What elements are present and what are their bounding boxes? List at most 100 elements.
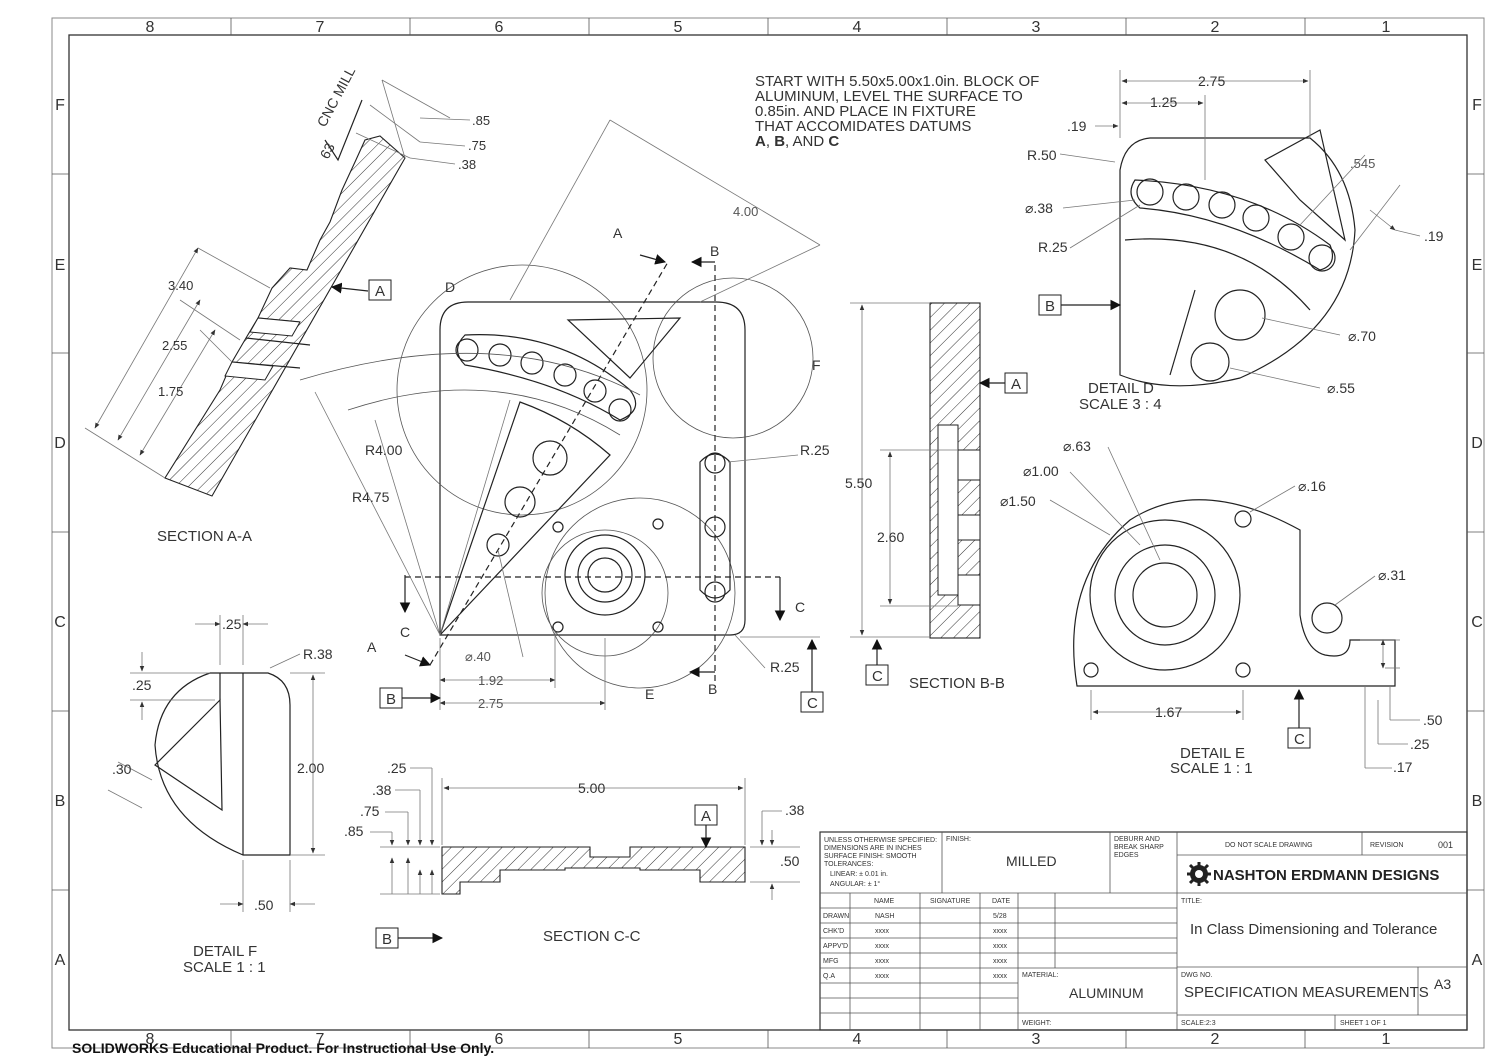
surface-finish-symbol: 63 CNC MILL (314, 64, 363, 161)
sec-bb-dim-550: 5.50 (845, 475, 872, 491)
svg-text:A: A (1011, 376, 1021, 393)
zone-row-c-right: C (1471, 614, 1483, 631)
section-mark-c-right: C (795, 599, 805, 615)
sec-cc-dim-25: .25 (387, 760, 407, 776)
zone-row-f: F (55, 97, 65, 114)
row-appvd-role: APPV'D (823, 943, 848, 950)
row-drawn-date: 5/28 (993, 913, 1007, 920)
sec-cc-dim-75: .75 (360, 803, 380, 819)
title-block: UNLESS OTHERWISE SPECIFIED: DIMENSIONS A… (819, 831, 1468, 1031)
note-line-2: ALUMINUM, LEVEL THE SURFACE TO (755, 88, 1023, 105)
det-f-dim-r38: R.38 (303, 646, 333, 662)
row-mfg-role: MFG (823, 958, 839, 965)
det-d-dim-r25: R.25 (1038, 239, 1068, 255)
det-e-dim-17: .17 (1393, 759, 1413, 775)
zone-col-8-bottom: 8 (146, 1031, 155, 1048)
row-appvd-name: xxxx (875, 943, 890, 950)
det-d-dim-dia70: ⌀.70 (1348, 328, 1376, 344)
main-dim-r25-corner: R.25 (770, 659, 800, 675)
tol-note-4: TOLERANCES: (824, 861, 873, 868)
main-dim-275: 2.75 (478, 696, 503, 711)
detail-f-title: DETAIL F (193, 943, 257, 960)
zone-row-d: D (54, 435, 66, 452)
zone-col-2-bottom: 2 (1211, 1031, 1220, 1048)
sec-aa-dim-255: 2.55 (162, 338, 187, 353)
det-e-dim-dia31: ⌀.31 (1378, 567, 1406, 583)
detail-e: ⌀.63 ⌀1.00 ⌀1.50 ⌀.16 ⌀.31 1.67 .50 .25 … (1000, 438, 1443, 777)
section-mark-a-bottom: A (367, 639, 377, 655)
row-drawn-role: DRAWN (823, 913, 849, 920)
zone-row-a: A (55, 952, 66, 969)
main-dim-r25-slot: R.25 (800, 442, 830, 458)
revision-value: 001 (1438, 840, 1453, 850)
zone-col-6-bottom: 6 (495, 1031, 504, 1048)
svg-text:A: A (375, 283, 385, 300)
section-c-c: .25 .38 .75 .85 5.00 .38 .50 A B SECTION… (344, 760, 805, 949)
datum-b-detail-d: B (1038, 294, 1122, 316)
deburr-3: EDGES (1114, 852, 1139, 859)
det-e-dim-50: .50 (1423, 712, 1443, 728)
sec-cc-dim-50: .50 (780, 853, 800, 869)
zone-col-5-bottom: 5 (674, 1031, 683, 1048)
deburr-2: BREAK SHARP (1114, 844, 1164, 851)
general-note: START WITH 5.50x5.00x1.0in. BLOCK OF ALU… (755, 73, 1039, 150)
finish-label: FINISH: (946, 836, 971, 843)
row-qa-role: Q.A (823, 973, 835, 980)
sec-aa-dim-175: 1.75 (158, 384, 183, 399)
material-label: MATERIAL: (1022, 972, 1058, 979)
sheet-border: 8 7 6 5 4 3 2 1 8 7 6 5 4 3 2 1 F E D C … (51, 17, 1485, 1049)
zone-col-8: 8 (146, 19, 155, 36)
sec-aa-dim-38: .38 (458, 157, 476, 172)
sheet-value: SHEET 1 OF 1 (1340, 1020, 1387, 1027)
section-b-b-title: SECTION B-B (909, 675, 1005, 692)
row-chkd-date: xxxx (993, 928, 1008, 935)
det-e-dim-25: .25 (1410, 736, 1430, 752)
row-mfg-date: xxxx (993, 958, 1008, 965)
company-name: NASHTON ERDMANN DESIGNS (1213, 867, 1439, 884)
sec-cc-dim-38: .38 (372, 782, 392, 798)
datum-b-main: B (379, 687, 442, 709)
zone-col-3-bottom: 3 (1032, 1031, 1041, 1048)
svg-text:C: C (1294, 731, 1305, 748)
section-mark-b-bottom: B (708, 681, 717, 697)
detail-d-title: DETAIL D (1088, 380, 1154, 397)
note-line-4: THAT ACCOMIDATES DATUMS (755, 118, 971, 135)
row-qa-date: xxxx (993, 973, 1008, 980)
main-dim-192: 1.92 (478, 673, 503, 688)
company-logo (1187, 862, 1211, 886)
zone-col-1-bottom: 1 (1382, 1031, 1391, 1048)
svg-text:C: C (872, 668, 883, 685)
datum-a-section-bb: A (978, 372, 1028, 394)
zone-col-3: 3 (1032, 19, 1041, 36)
zone-col-5: 5 (674, 19, 683, 36)
svg-text:A: A (701, 808, 711, 825)
detail-d: 2.75 1.25 .19 R.50 ⌀.38 R.25 .545 .19 ⌀.… (1025, 70, 1444, 413)
det-e-dim-dia150: ⌀1.50 (1000, 493, 1036, 509)
zone-col-1: 1 (1382, 19, 1391, 36)
datum-c-detail-e: C (1287, 688, 1311, 749)
zone-row-c: C (54, 614, 66, 631)
sec-aa-dim-340: 3.40 (168, 278, 193, 293)
sec-cc-dim-38-right: .38 (785, 802, 805, 818)
section-mark-c-left: C (400, 624, 410, 640)
det-e-dim-dia100: ⌀1.00 (1023, 463, 1059, 479)
title-label: TITLE: (1181, 898, 1202, 905)
zone-row-e-right: E (1472, 257, 1483, 274)
sec-cc-dim-500: 5.00 (578, 780, 605, 796)
revision-label: REVISION (1370, 842, 1403, 849)
row-chkd-role: CHK'D (823, 928, 844, 935)
sheet-size: A3 (1434, 976, 1451, 992)
det-d-dim-545: .545 (1350, 156, 1375, 171)
det-d-dim-dia55: ⌀.55 (1327, 380, 1355, 396)
det-e-dim-167: 1.67 (1155, 704, 1182, 720)
detail-e-title: DETAIL E (1180, 745, 1245, 762)
tol-note-5: LINEAR: ± 0.01 in. (830, 871, 888, 878)
note-line-1: START WITH 5.50x5.00x1.0in. BLOCK OF (755, 73, 1039, 90)
detail-e-scale: SCALE 1 : 1 (1170, 760, 1253, 777)
zone-col-4: 4 (853, 19, 862, 36)
sec-aa-dim-85: .85 (472, 113, 490, 128)
datum-c-section-bb: C (865, 638, 889, 686)
zone-col-6: 6 (495, 19, 504, 36)
dwg-label: DWG NO. (1181, 972, 1213, 979)
svg-text:B: B (386, 691, 396, 708)
